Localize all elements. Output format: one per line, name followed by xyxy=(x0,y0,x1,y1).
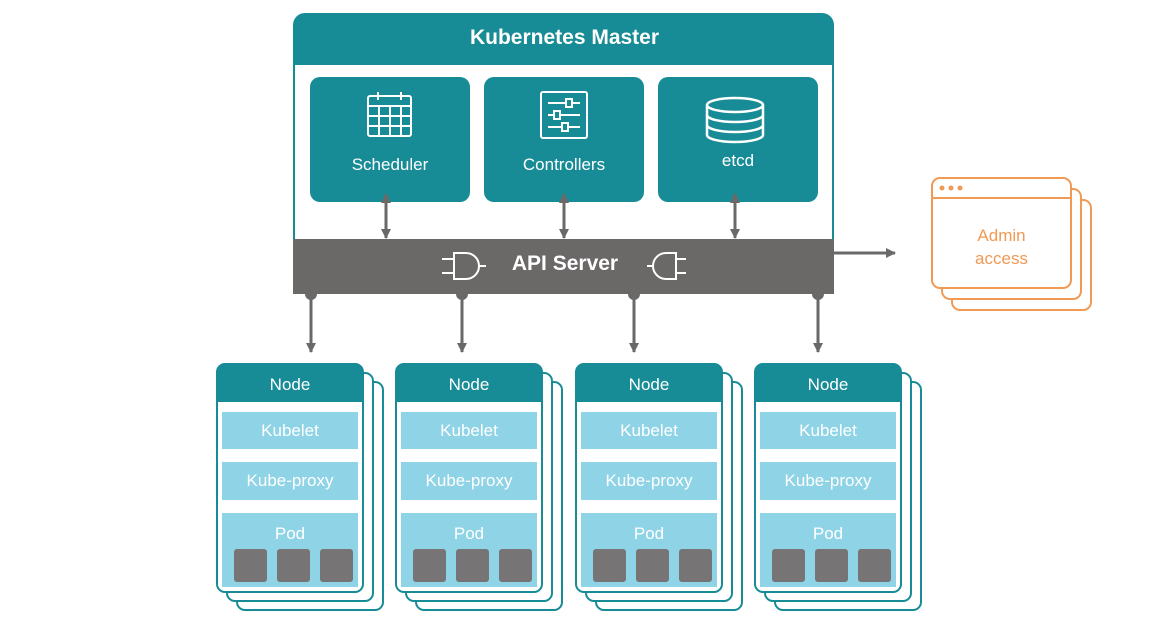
kubelet-label: Kubelet xyxy=(440,421,498,440)
pod-label: Pod xyxy=(274,524,306,543)
calendar-icon xyxy=(367,92,412,137)
plug-left-icon xyxy=(442,252,486,280)
scheduler-label: Scheduler xyxy=(351,155,429,174)
node-arrow-4 xyxy=(812,288,824,353)
admin-access-windows xyxy=(931,177,1092,311)
database-icon xyxy=(705,96,765,144)
node-title: Node xyxy=(269,375,311,394)
pod-container xyxy=(413,549,446,582)
node-4 xyxy=(754,363,922,611)
node-arrow-3 xyxy=(628,288,640,353)
master-title: Kubernetes Master xyxy=(469,26,660,49)
node-3 xyxy=(575,363,743,611)
pod-container xyxy=(679,549,712,582)
api-server-bar xyxy=(293,239,834,294)
pod-container xyxy=(234,549,267,582)
controllers-box xyxy=(484,77,644,202)
node-title: Node xyxy=(807,375,849,394)
node-arrow-2 xyxy=(456,288,468,353)
kube-proxy-label: Kube-proxy xyxy=(605,471,693,490)
plug-right-icon xyxy=(647,252,686,280)
node-title: Node xyxy=(628,375,670,394)
pod-container xyxy=(858,549,891,582)
admin-access-label: Admin access xyxy=(934,224,1069,270)
kube-proxy-label: Kube-proxy xyxy=(246,471,334,490)
kube-proxy-label: Kube-proxy xyxy=(784,471,872,490)
pod-container xyxy=(593,549,626,582)
node-arrow-1 xyxy=(305,288,317,353)
etcd-label: etcd xyxy=(721,151,755,170)
pod-container xyxy=(277,549,310,582)
pod-container xyxy=(320,549,353,582)
kube-proxy-label: Kube-proxy xyxy=(425,471,513,490)
node-1 xyxy=(216,363,384,611)
scheduler-box xyxy=(310,77,470,202)
pod-label: Pod xyxy=(812,524,844,543)
pod-container xyxy=(499,549,532,582)
admin-label-line2: access xyxy=(975,249,1028,268)
pod-container xyxy=(772,549,805,582)
node-title: Node xyxy=(448,375,490,394)
controllers-label: Controllers xyxy=(522,155,606,174)
kubelet-label: Kubelet xyxy=(620,421,678,440)
pod-container xyxy=(456,549,489,582)
api-server-label: API Server xyxy=(511,252,619,275)
node-2 xyxy=(395,363,563,611)
pod-label: Pod xyxy=(633,524,665,543)
etcd-box xyxy=(658,77,818,202)
pod-container xyxy=(815,549,848,582)
admin-label-line1: Admin xyxy=(977,226,1026,245)
kubelet-label: Kubelet xyxy=(799,421,857,440)
sliders-icon xyxy=(540,91,588,139)
kubelet-label: Kubelet xyxy=(261,421,319,440)
pod-container xyxy=(636,549,669,582)
pod-label: Pod xyxy=(453,524,485,543)
